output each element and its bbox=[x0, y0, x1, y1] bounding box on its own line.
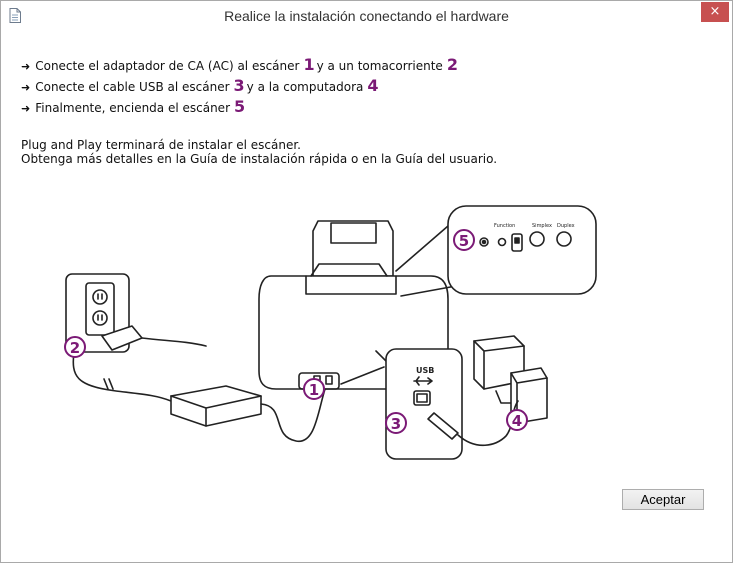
title-bar: Realice la instalación conectando el har… bbox=[1, 1, 732, 31]
wall-outlet-illustration bbox=[65, 273, 207, 353]
step-text: y a la computadora bbox=[246, 80, 364, 94]
usb-label: USB bbox=[416, 366, 434, 375]
instruction-step-3: ➜ Finalmente, encienda el escáner 5 bbox=[21, 97, 460, 118]
control-panel-callout bbox=[447, 205, 597, 295]
callout-badge-2: 2 bbox=[64, 336, 86, 358]
step-text: y a un tomacorriente bbox=[316, 59, 443, 73]
power-adapter-illustration bbox=[170, 385, 327, 442]
step-number: 5 bbox=[234, 97, 246, 116]
info-line-2: Obtenga más detalles en la Guía de insta… bbox=[21, 152, 498, 166]
computer-illustration bbox=[457, 335, 548, 447]
step-text: Finalmente, encienda el escáner bbox=[35, 101, 231, 115]
document-icon bbox=[9, 8, 21, 23]
svg-text:3: 3 bbox=[391, 415, 401, 433]
step-number: 1 bbox=[303, 55, 315, 74]
duplex-label: Duplex bbox=[557, 223, 575, 229]
svg-text:5: 5 bbox=[459, 232, 469, 250]
callout-badge-4: 4 bbox=[506, 409, 528, 431]
instruction-step-2: ➜ Conecte el cable USB al escáner 3 y a … bbox=[21, 76, 460, 97]
step-number: 3 bbox=[233, 76, 245, 95]
callout-badge-1: 1 bbox=[303, 378, 325, 400]
svg-text:2: 2 bbox=[70, 339, 80, 357]
simplex-label: Simplex bbox=[532, 223, 552, 229]
step-number: 4 bbox=[367, 76, 379, 95]
accept-button[interactable]: Aceptar bbox=[622, 489, 704, 510]
hardware-connection-diagram: Function Simplex Duplex USB 1 2 3 4 bbox=[64, 205, 597, 460]
svg-text:4: 4 bbox=[512, 412, 522, 430]
function-label: Function bbox=[494, 223, 515, 229]
instruction-list: ➜ Conecte el adaptador de CA (AC) al esc… bbox=[21, 55, 460, 118]
step-text: Conecte el cable USB al escáner bbox=[35, 80, 230, 94]
arrow-bullet-icon: ➜ bbox=[21, 102, 31, 115]
instruction-step-1: ➜ Conecte el adaptador de CA (AC) al esc… bbox=[21, 55, 460, 76]
callout-badge-3: 3 bbox=[385, 412, 407, 434]
usb-port-callout bbox=[340, 348, 463, 460]
svg-text:1: 1 bbox=[309, 381, 319, 399]
step-number: 2 bbox=[446, 55, 458, 74]
arrow-bullet-icon: ➜ bbox=[21, 60, 31, 73]
close-icon: × bbox=[709, 4, 721, 19]
step-text: Conecte el adaptador de CA (AC) al escán… bbox=[35, 59, 300, 73]
info-line-1: Plug and Play terminará de instalar el e… bbox=[21, 138, 301, 152]
info-text: Plug and Play terminará de instalar el e… bbox=[21, 138, 497, 166]
close-button[interactable]: × bbox=[701, 2, 729, 22]
arrow-bullet-icon: ➜ bbox=[21, 81, 31, 94]
callout-badge-5: 5 bbox=[453, 229, 475, 251]
window-title: Realice la instalación conectando el har… bbox=[224, 8, 509, 24]
